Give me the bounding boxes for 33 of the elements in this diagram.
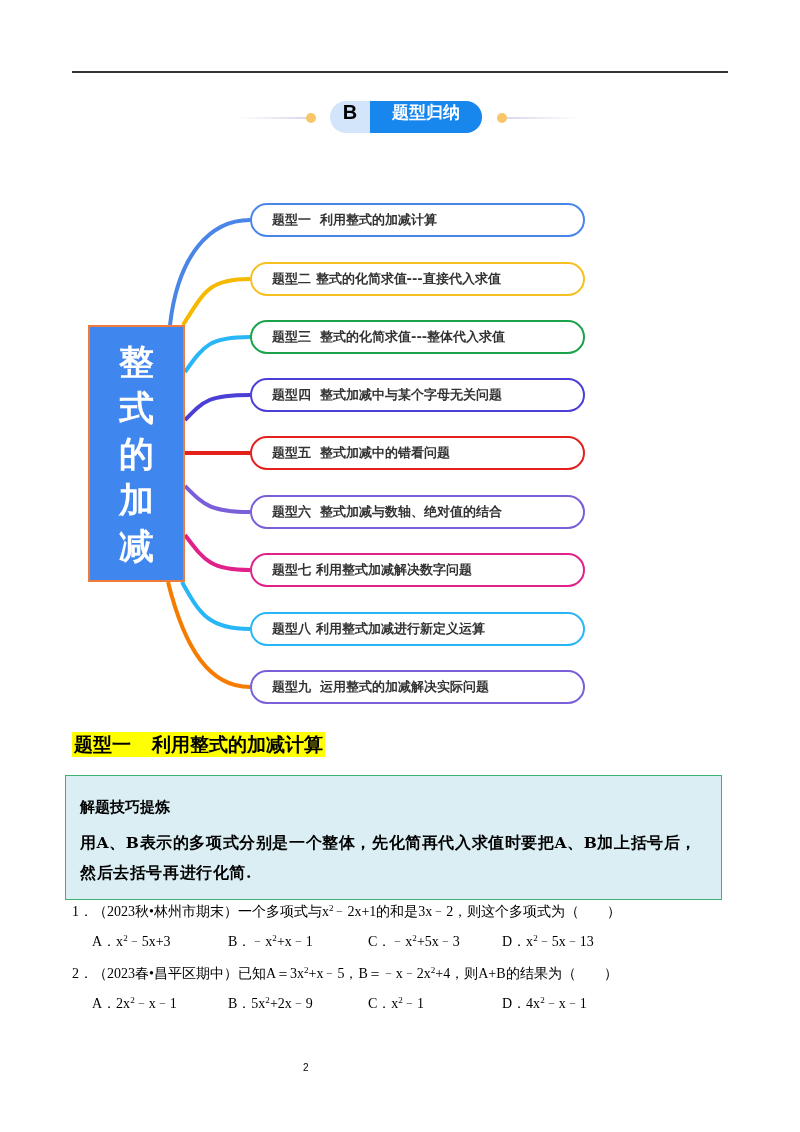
section-badge — [330, 101, 482, 133]
branch-node: 题型三 整式的化简求值---整体代入求值 — [250, 320, 585, 354]
branch-node: 题型二 整式的化简求值---直接代入求值 — [250, 262, 585, 296]
connector-line — [185, 451, 250, 455]
branch-node: 题型一 利用整式的加减计算 — [250, 203, 585, 237]
branch-node: 题型八 利用整式加减进行新定义运算 — [250, 612, 585, 646]
branch-node: 题型七 利用整式加减解决数字问题 — [250, 553, 585, 587]
branch-node: 题型四 整式加减中与某个字母无关问题 — [250, 378, 585, 412]
section-heading: 题型一 利用整式的加减计算 — [72, 732, 326, 757]
tip-text: 用A、B表示的多项式分别是一个整体，先化简再代入求值时要把A、B加上括号后，然后去括号再进行化简. — [80, 832, 699, 884]
question-text: 2．（2023春•昌平区期中）已知A＝3x$^{2}$+x﹣5，B＝﹣x﹣2x$^{2}$+4，则A+B的结果为（ ） — [72, 965, 618, 983]
branch-node: 题型九 运用整式的加减解决实际问题 — [250, 670, 585, 704]
answer-option: C．﹣x$^{2}$+5x﹣3 — [368, 933, 460, 951]
page-number: 2 — [303, 1062, 309, 1073]
branch-node: 题型六 整式加减与数轴、绝对值的结合 — [250, 495, 585, 529]
connector-line — [180, 581, 251, 631]
tip-heading: 解题技巧提炼 — [80, 798, 170, 817]
connector-line — [181, 277, 251, 327]
tip-panel — [65, 775, 722, 900]
answer-option: A．x$^{2}$﹣5x+3 — [92, 933, 171, 951]
answer-option: B．﹣x$^{2}$+x﹣1 — [228, 933, 313, 951]
answer-option: B．5x$^{2}$+2x﹣9 — [228, 995, 313, 1013]
answer-option: C．x$^{2}$﹣1 — [368, 995, 424, 1013]
answer-option: A．2x$^{2}$﹣x﹣1 — [92, 995, 177, 1013]
answer-option: D．x$^{2}$﹣5x﹣13 — [502, 933, 594, 951]
answer-option: D．4x$^{2}$﹣x﹣1 — [502, 995, 587, 1013]
badge-letter: B — [341, 101, 359, 125]
badge-title: 题型归纳 — [370, 101, 482, 133]
topic-box: 整式的加减 — [88, 325, 185, 582]
connector-line — [166, 581, 251, 689]
question-text: 1．（2023秋•林州市期末）一个多项式与x$^{2}$﹣2x+1的和是3x﹣2，则这个多项式为（ ） — [72, 903, 622, 921]
connector-line — [168, 218, 251, 326]
branch-node: 题型五 整式加减中的错看问题 — [250, 436, 585, 470]
